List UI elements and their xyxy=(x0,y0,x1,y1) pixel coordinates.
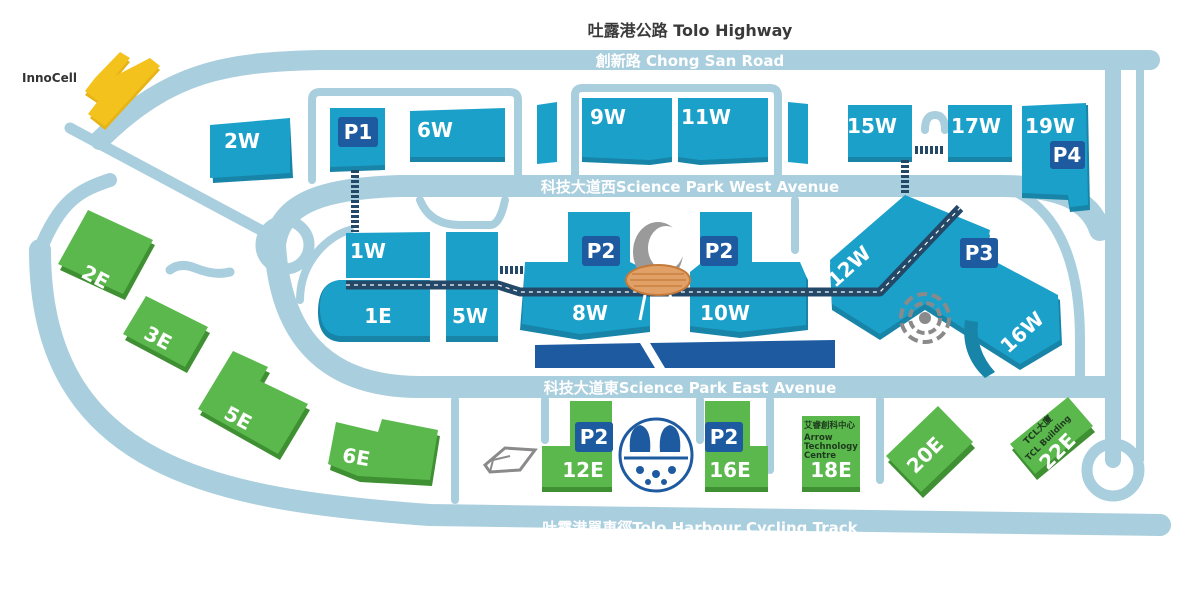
swirl-sculpture xyxy=(899,292,951,344)
chong-san-road[interactable] xyxy=(90,50,1160,150)
label-16e: 16E xyxy=(709,458,751,482)
cycling-track-label: 吐露港單車徑Tolo Harbour Cycling Track xyxy=(542,519,858,537)
label-5w: 5W xyxy=(452,304,488,328)
label-19w: 19W xyxy=(1025,114,1075,138)
building-3e[interactable]: 3E xyxy=(123,296,210,373)
tolo-highway-label: 吐露港公路 Tolo Highway xyxy=(588,21,793,40)
label-p1: P1 xyxy=(344,120,373,144)
label-p3: P3 xyxy=(965,241,994,265)
west-buildings: 2W P1 6W 9W 11W xyxy=(210,98,1090,378)
building-6w[interactable]: 6W xyxy=(410,108,505,162)
p2-sign-12e xyxy=(575,422,613,452)
building-12w-16w[interactable]: 12W P3 16W xyxy=(822,195,1062,378)
p2-sign-10w xyxy=(700,236,738,266)
building-8w[interactable]: P2 8W xyxy=(520,212,650,340)
building-1w[interactable]: 1W xyxy=(346,232,430,278)
right-link-road[interactable] xyxy=(995,181,1085,392)
label-11w: 11W xyxy=(681,105,731,129)
west-avenue-label: 科技大道西Science Park West Avenue xyxy=(541,178,839,196)
east-buildings: 2E 3E 5E 6E P2 12E xyxy=(58,210,1095,498)
label-9w: 9W xyxy=(590,105,626,129)
road-network xyxy=(29,50,1171,536)
building-small-2 xyxy=(788,102,808,164)
building-17w[interactable]: 17W xyxy=(948,105,1012,162)
frame-sculpture xyxy=(482,446,538,474)
2e-loop[interactable] xyxy=(165,260,235,278)
p3-sign xyxy=(960,238,998,268)
building-9w[interactable]: 9W xyxy=(582,98,672,165)
roundabout-east[interactable] xyxy=(1081,438,1145,502)
building-22e[interactable]: TCL大廈 TCL Building 22E xyxy=(1010,397,1095,480)
building-10w[interactable]: P2 10W xyxy=(690,212,808,338)
label-15w: 15W xyxy=(847,114,897,138)
p1-loop[interactable] xyxy=(308,88,522,184)
label-p4: P4 xyxy=(1053,143,1082,167)
9w-loop[interactable] xyxy=(571,84,782,184)
building-19w[interactable]: 19W P4 xyxy=(1022,103,1090,212)
building-6e[interactable]: 6E xyxy=(328,419,440,486)
innocell-label: InnoCell xyxy=(22,71,77,85)
label-17w: 17W xyxy=(951,114,1001,138)
building-1e[interactable]: 1E xyxy=(318,280,430,342)
east-avenue-label: 科技大道東Science Park East Avenue xyxy=(544,379,837,397)
building-5e[interactable]: 5E xyxy=(198,351,310,460)
label-2w: 2W xyxy=(224,129,260,153)
building-16e[interactable]: P2 16E xyxy=(705,401,768,492)
cycling-track[interactable] xyxy=(29,239,1171,536)
inner-loop-road[interactable] xyxy=(296,226,354,304)
label-8w: 8W xyxy=(572,301,608,325)
building-18e[interactable]: 艾睿創科中心 Arrow Technology Centre 18E xyxy=(802,416,860,492)
label-p2-10w: P2 xyxy=(705,239,734,263)
label-p2-16e: P2 xyxy=(710,425,739,449)
arrow-cn-label: 艾睿創科中心 xyxy=(804,420,856,431)
east-avenue-road[interactable] xyxy=(264,234,1121,398)
p1-sign xyxy=(338,117,378,147)
walkways xyxy=(346,146,964,297)
arrow-en-label-2: Technology xyxy=(804,442,858,452)
egg-sculpture xyxy=(625,222,691,321)
arrow-en-label-3: Centre xyxy=(804,451,836,461)
p4-sign xyxy=(1050,141,1085,169)
label-10w: 10W xyxy=(700,301,750,325)
building-12e[interactable]: P2 12E xyxy=(542,401,613,492)
building-p1[interactable]: P1 xyxy=(330,108,385,172)
building-small-1 xyxy=(537,102,557,164)
label-1w: 1W xyxy=(350,239,386,263)
label-p2-12e: P2 xyxy=(580,425,609,449)
label-18e: 18E xyxy=(810,458,852,482)
dog-mascot-icon[interactable] xyxy=(618,417,694,493)
label-6e: 6E xyxy=(341,443,372,471)
innocell-building[interactable]: InnoCell xyxy=(22,52,160,130)
building-2e[interactable]: 2E xyxy=(58,210,155,300)
building-11w[interactable]: 11W xyxy=(678,98,768,165)
outer-diagonal-road[interactable] xyxy=(64,122,276,241)
building-15w[interactable]: 15W xyxy=(847,105,912,162)
label-p2-8w: P2 xyxy=(587,239,616,263)
building-2w[interactable]: 2W xyxy=(210,118,293,183)
p2-sign-8w xyxy=(582,236,620,266)
building-20e[interactable]: 20E xyxy=(886,406,975,498)
label-6w: 6W xyxy=(417,118,453,142)
15w-loop[interactable] xyxy=(921,111,949,134)
west-edge-road[interactable] xyxy=(33,173,117,257)
roundabout-west[interactable] xyxy=(255,215,315,275)
chong-san-road-label: 創新路 Chong San Road xyxy=(595,52,784,70)
label-12e: 12E xyxy=(562,458,604,482)
label-1e: 1E xyxy=(364,304,392,328)
p2-sign-16e xyxy=(705,422,743,452)
internal-road-1[interactable] xyxy=(416,196,509,229)
ramp xyxy=(964,320,995,378)
arrow-en-label-1: Arrow xyxy=(804,433,833,443)
water-feature xyxy=(535,340,835,368)
